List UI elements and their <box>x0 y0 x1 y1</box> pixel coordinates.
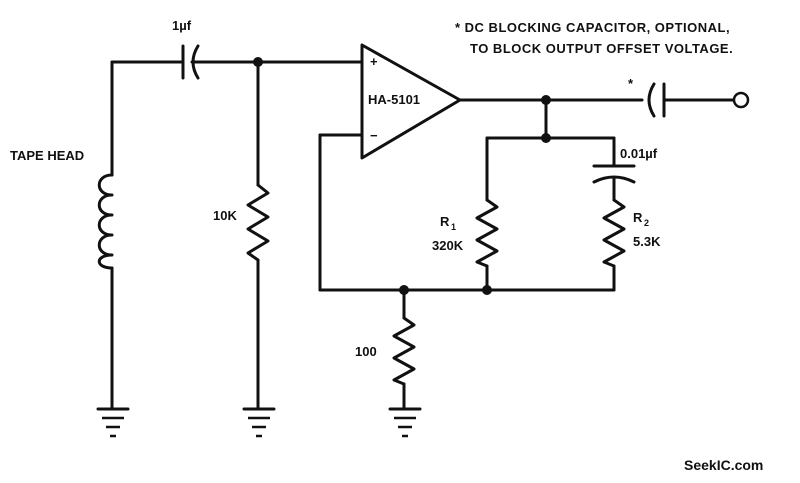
junction-dot <box>482 285 492 295</box>
tape-head-inductor <box>97 60 114 410</box>
note-line-2: TO BLOCK OUTPUT OFFSET VOLTAGE. <box>470 41 733 56</box>
r2-value: 5.3K <box>633 234 661 249</box>
resistor-r2 <box>602 198 626 292</box>
feedback-capacitor <box>592 136 636 202</box>
r1-subscript: 1 <box>451 222 456 232</box>
input-capacitor <box>110 44 260 80</box>
r2-subscript: 2 <box>644 218 649 228</box>
r1-letter: R <box>440 214 450 229</box>
r1-value: 320K <box>432 238 464 253</box>
inverting-input-wire <box>318 133 616 292</box>
opamp-triangle <box>360 43 462 160</box>
ground-symbol-2 <box>242 407 276 438</box>
output-capacitor-mark: * <box>628 76 634 91</box>
resistor-r1 <box>475 136 499 292</box>
resistor-10k-label: 10K <box>213 208 237 223</box>
ground-symbol-1 <box>96 407 130 438</box>
output-terminal <box>732 91 750 109</box>
resistor-100 <box>392 288 416 410</box>
input-capacitor-label: 1µf <box>172 18 192 33</box>
note-line-1: * DC BLOCKING CAPACITOR, OPTIONAL, <box>455 20 730 35</box>
ground-symbol-3 <box>388 407 422 438</box>
resistor-100-label: 100 <box>355 344 377 359</box>
output-capacitor <box>647 82 736 118</box>
tape-head-label: TAPE HEAD <box>10 148 84 163</box>
opamp-label: HA-5101 <box>368 92 420 107</box>
feedback-capacitor-label: 0.01µf <box>620 146 658 161</box>
opamp-plus-sign: + <box>370 54 378 69</box>
watermark-text: SeekIC.com <box>684 457 763 473</box>
r2-letter: R <box>633 210 643 225</box>
opamp-minus-sign: − <box>370 128 378 143</box>
resistor-10k <box>246 60 270 410</box>
